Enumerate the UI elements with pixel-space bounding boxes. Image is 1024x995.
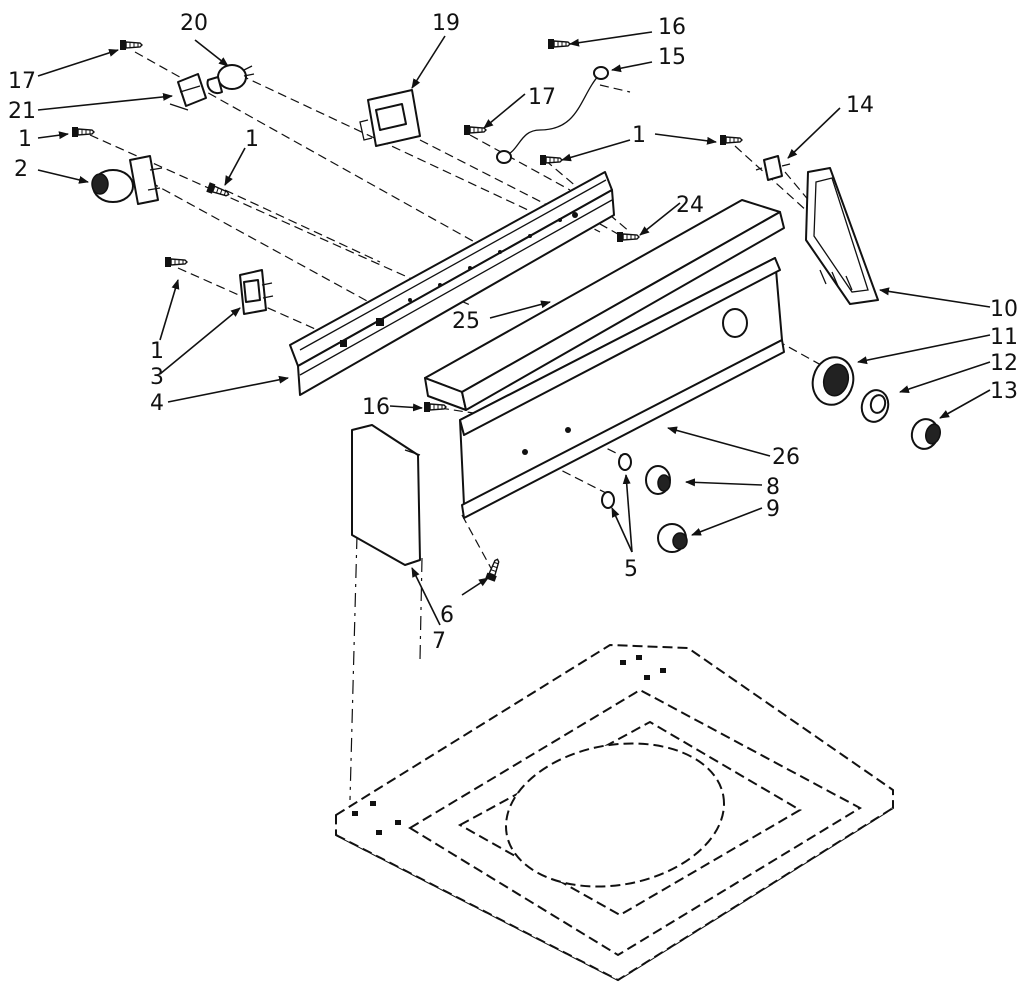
label-26: 26	[772, 445, 800, 470]
label-8: 8	[766, 475, 780, 500]
label-16: 16	[362, 395, 390, 420]
clip-part-14	[755, 155, 791, 181]
label-16: 16	[658, 15, 686, 40]
end-cap-part-10	[805, 167, 879, 305]
washer-top-cabinet	[335, 643, 894, 982]
label-1: 1	[150, 339, 164, 364]
console-cover-part-25	[424, 199, 785, 411]
label-12: 12	[990, 351, 1018, 376]
label-2: 2	[14, 157, 28, 182]
label-14: 14	[846, 93, 874, 118]
leader-arrows	[37, 31, 991, 626]
ground-wire-part-15	[496, 66, 609, 164]
label-15: 15	[658, 45, 686, 70]
label-1: 1	[18, 127, 32, 152]
label-1: 1	[632, 123, 646, 148]
label-9: 9	[766, 497, 780, 522]
screw-16-icon	[423, 401, 447, 413]
screw-24-icon	[616, 231, 640, 243]
label-1: 1	[245, 127, 259, 152]
knob-parts	[601, 453, 688, 553]
label-20: 20	[180, 11, 208, 36]
screw-1-icon	[539, 154, 563, 166]
timer-switch-part-2	[91, 155, 163, 205]
bracket-part-19	[359, 89, 421, 147]
label-11: 11	[990, 325, 1018, 350]
screw-1-icon	[719, 134, 743, 146]
screw-1-icon	[164, 256, 188, 268]
switch-bracket-part-3	[239, 269, 274, 315]
label-19: 19	[432, 11, 460, 36]
spring-clip-part-5	[601, 491, 615, 509]
label-3: 3	[150, 365, 164, 390]
capacitor-part-20	[206, 64, 255, 95]
knob-assembly	[811, 356, 941, 450]
clamp-part-21	[169, 73, 207, 111]
control-console-part-26	[459, 257, 785, 519]
screw-17-icon	[119, 39, 143, 51]
label-13: 13	[990, 379, 1018, 404]
spring-clip-part-5	[618, 453, 632, 471]
label-21: 21	[8, 99, 36, 124]
screw-16-icon	[547, 38, 571, 50]
label-17: 17	[528, 85, 556, 110]
label-17: 17	[8, 69, 36, 94]
callout-labels: 20 17 21 1 2 1 1 3 4 19 17 16 15 1 14 24…	[8, 11, 1018, 654]
label-7: 7	[432, 629, 446, 654]
console-rail-part-4	[289, 171, 615, 396]
label-4: 4	[150, 391, 164, 416]
screw-17-icon	[463, 124, 487, 136]
label-25: 25	[452, 309, 480, 334]
side-panel-part-7	[351, 424, 421, 566]
label-24: 24	[676, 193, 704, 218]
label-6: 6	[440, 603, 454, 628]
label-10: 10	[990, 297, 1018, 322]
label-5: 5	[624, 557, 638, 582]
